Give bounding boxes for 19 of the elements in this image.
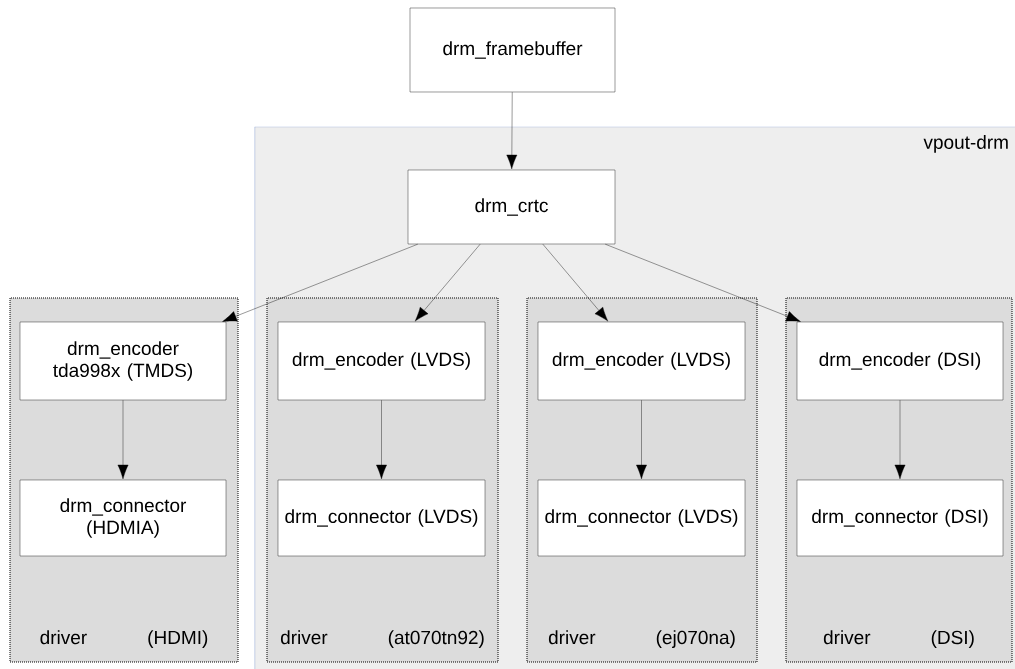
arrow bbox=[636, 400, 647, 480]
process-box: drm_framebuffer bbox=[409, 7, 616, 93]
arrow bbox=[222, 244, 418, 322]
process-box: drm_encoder (LVDS) bbox=[277, 321, 486, 401]
process-box: drm_connector (HDMIA) bbox=[19, 479, 227, 557]
arrow bbox=[414, 244, 481, 322]
arrow bbox=[376, 400, 387, 480]
process-box: drm_connector (LVDS) bbox=[537, 479, 746, 557]
process-box: drm_encoder (DSI) bbox=[796, 321, 1004, 401]
arrow bbox=[894, 400, 906, 480]
arrow bbox=[605, 244, 801, 322]
arrow bbox=[506, 92, 518, 170]
arrow bbox=[542, 244, 609, 322]
process-box: drm_encoder tda998x (TMDS) bbox=[19, 321, 227, 401]
process-box: drm_connector (LVDS) bbox=[277, 479, 486, 557]
process-box: drm_connector (DSI) bbox=[796, 479, 1004, 557]
process-box: drm_encoder (LVDS) bbox=[537, 321, 746, 401]
process-box: drm_crtc bbox=[407, 169, 616, 245]
arrow bbox=[117, 400, 129, 480]
